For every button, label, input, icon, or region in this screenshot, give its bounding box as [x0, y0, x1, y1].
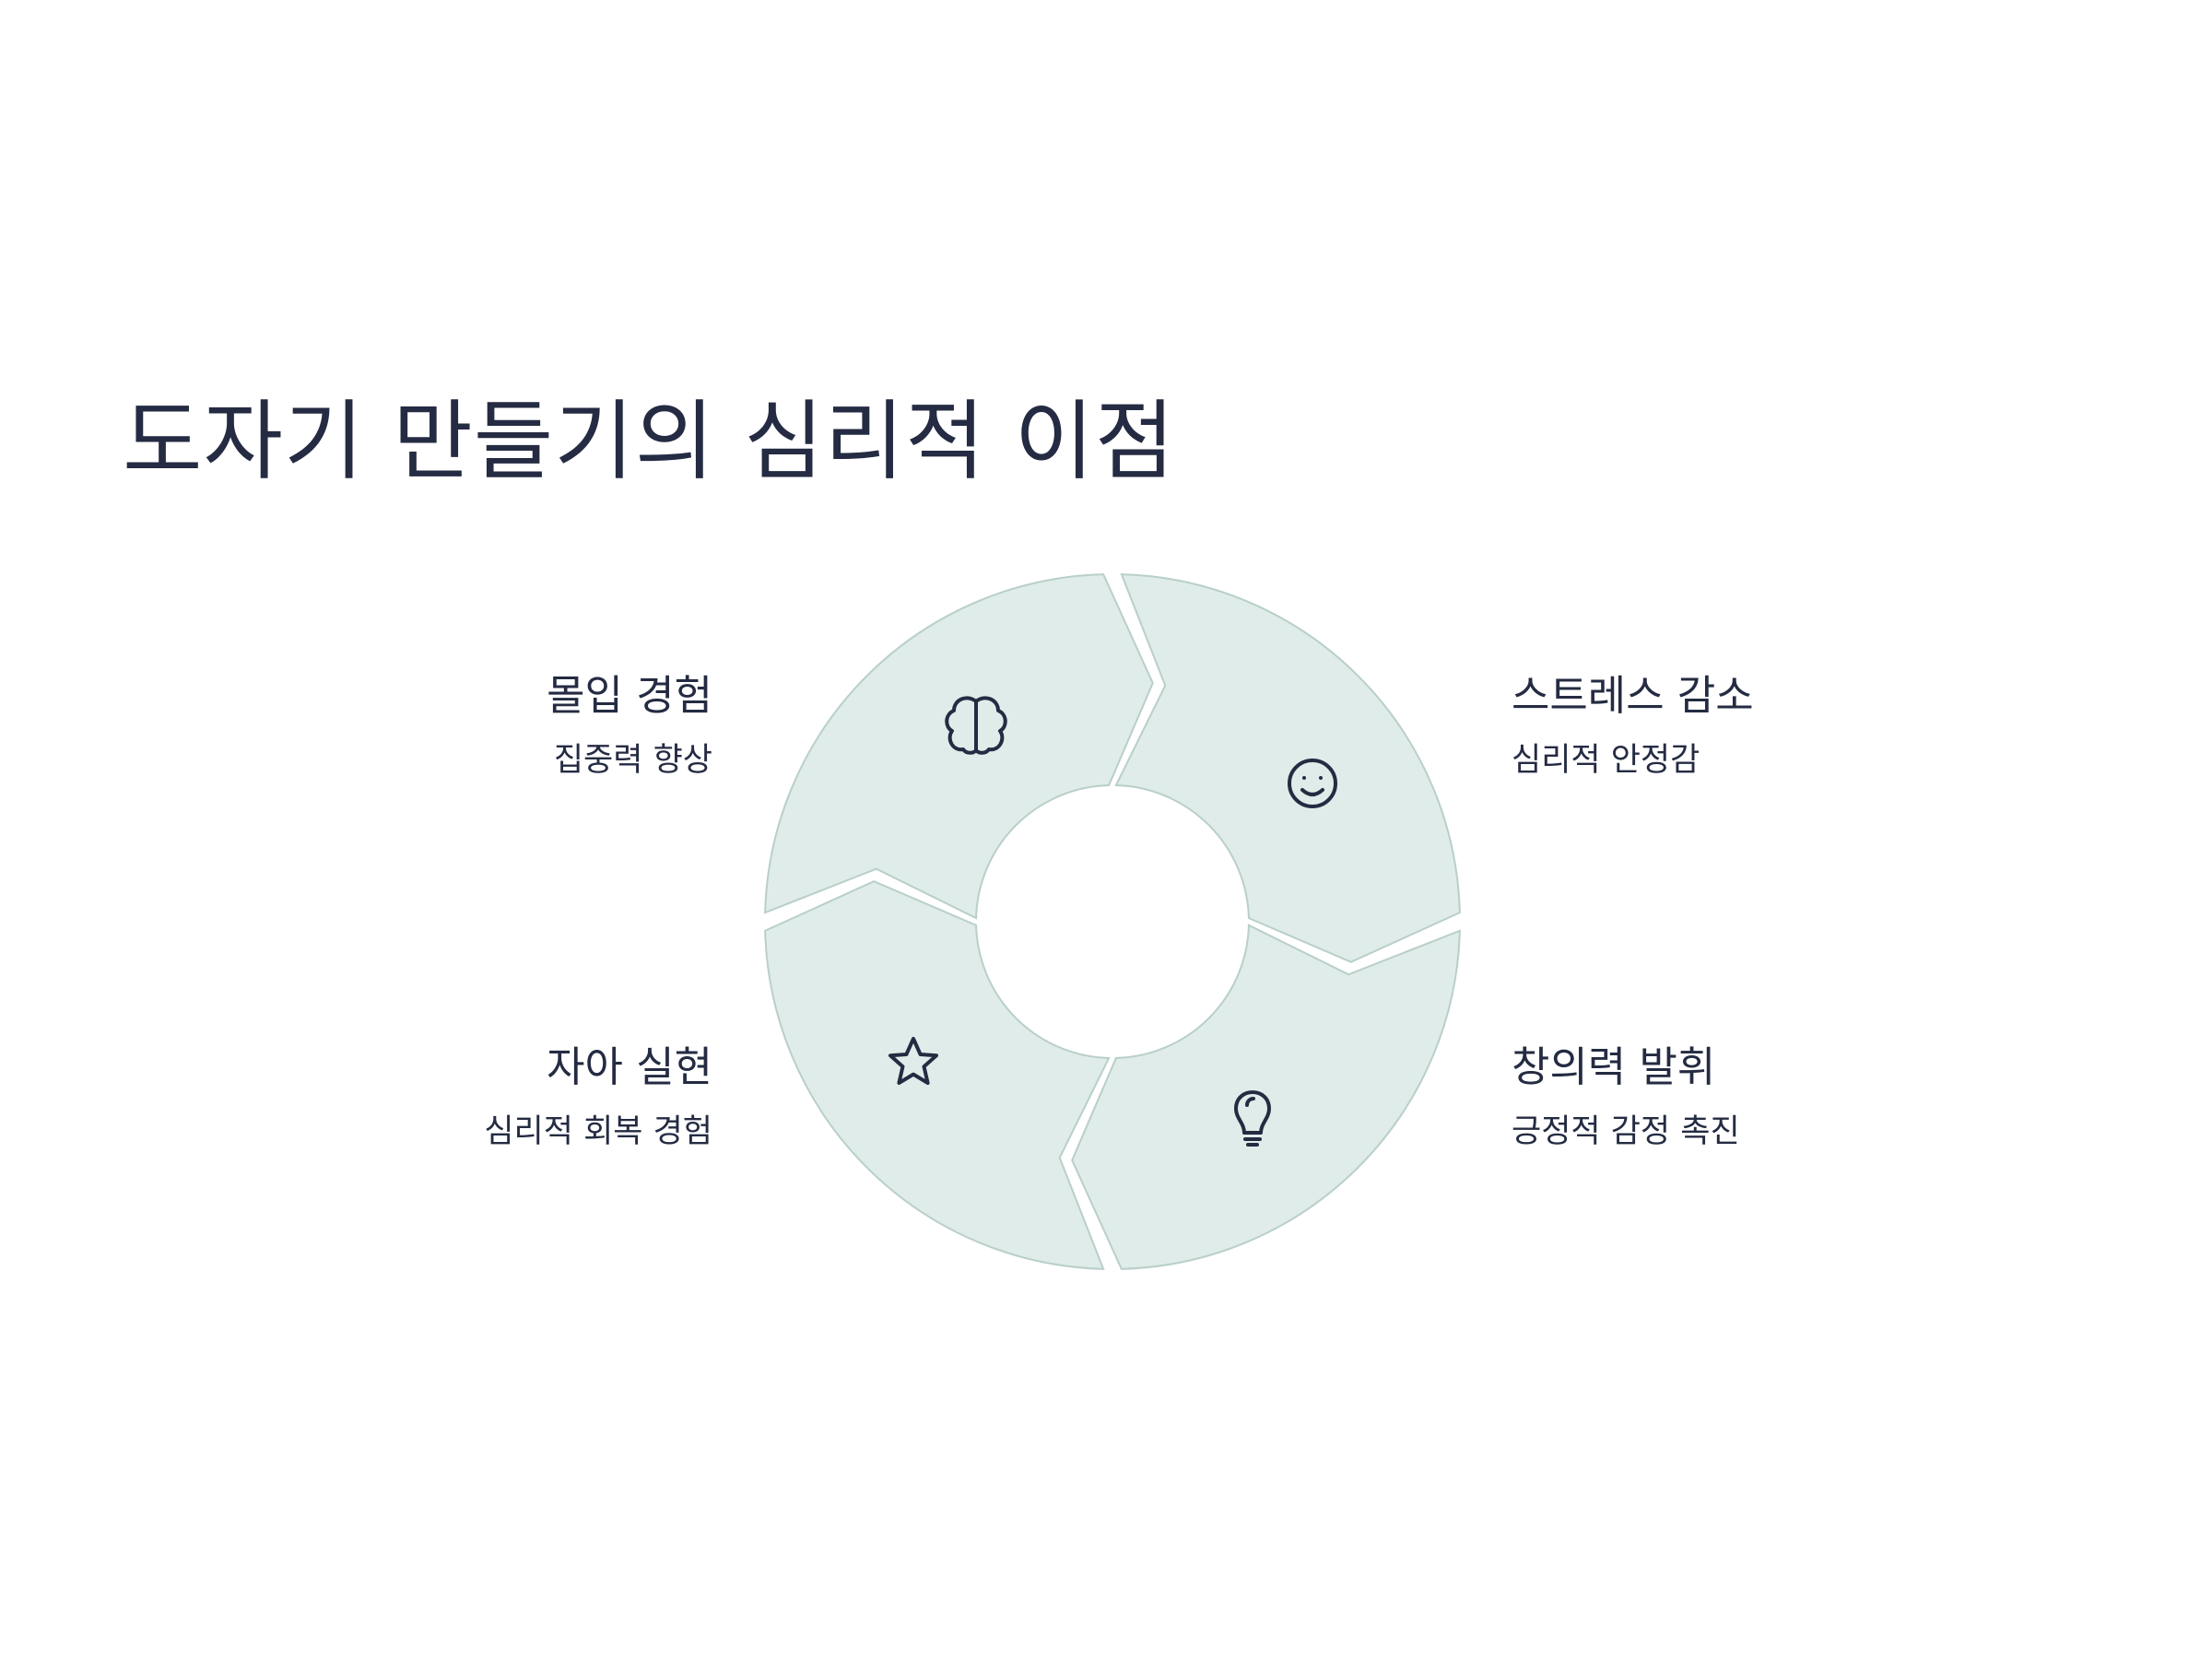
- segment-heading: 자아 실현: [547, 1042, 712, 1091]
- segment-subtitle: 심리적 안정감: [1512, 742, 1700, 779]
- page-title: 도자기 만들기의 심리적 이점: [123, 392, 1176, 492]
- star-icon: [888, 1037, 938, 1085]
- segment-heading: 창의력 발휘: [1512, 1042, 1716, 1091]
- segment-self-actualization: [1114, 573, 1461, 963]
- smiley-face-icon: [1288, 759, 1337, 808]
- label-stress-reduction: 스트레스 감소 심리적 안정감: [1512, 671, 1754, 780]
- segment-subtitle: 긍정적 감정 촉진: [1512, 1113, 1740, 1150]
- segment-creativity: [764, 573, 1154, 920]
- segment-heading: 몰입 경험: [547, 671, 712, 720]
- label-self-actualization: 자아 실현 심리적 회복 경험: [484, 1042, 712, 1151]
- brain-icon: [945, 696, 1007, 755]
- segment-subtitle: 심리적 회복 경험: [484, 1113, 712, 1150]
- segment-heading: 스트레스 감소: [1512, 671, 1754, 720]
- label-creativity: 창의력 발휘 긍정적 감정 촉진: [1512, 1042, 1740, 1151]
- segment-subtitle: 집중력 향상: [553, 742, 712, 779]
- label-immersion: 몰입 경험 집중력 향상: [547, 671, 712, 780]
- lightbulb-icon: [1234, 1090, 1271, 1147]
- segment-stress-reduction: [764, 880, 1111, 1270]
